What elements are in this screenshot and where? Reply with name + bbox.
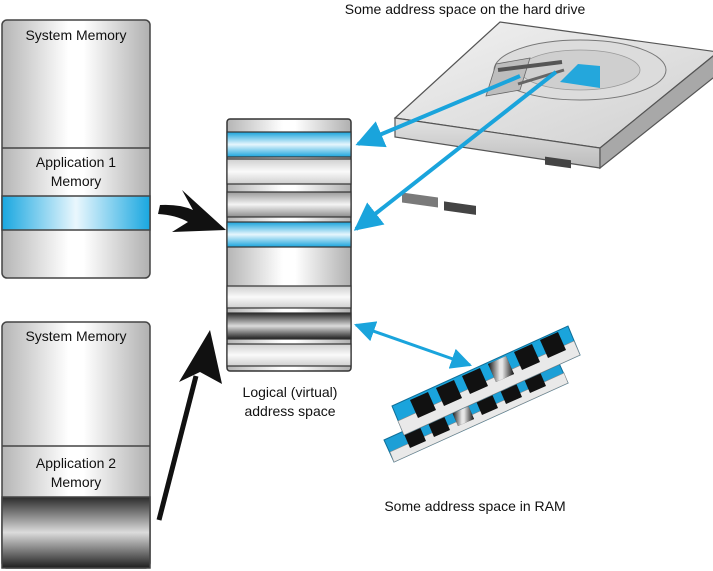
arrow-drive-to-segment-2	[353, 70, 558, 231]
app2-memory-label-line2: Memory	[50, 474, 102, 490]
app2-memory-label-line1: Application 2	[35, 455, 117, 471]
app1-memory-label-line2: Memory	[50, 173, 102, 189]
app1-memory-blue-segment	[1, 195, 151, 231]
arrow-drive-to-segment-1	[355, 74, 521, 148]
logical-segment-gray-4	[226, 343, 352, 367]
mapping-arrow-app1	[158, 190, 226, 232]
app1-memory-label-line1: Application 1	[35, 154, 117, 170]
logical-address-column	[226, 118, 352, 372]
logical-segment-gray-2	[226, 191, 352, 218]
arrow-segment-to-ram	[354, 321, 472, 369]
app1-memory-box	[1, 19, 151, 279]
logical-segment-dark	[226, 312, 352, 340]
app2-memory-dark-segment	[1, 496, 151, 569]
logical-segment-gray-3	[226, 285, 352, 309]
logical-segment-blue-2	[226, 221, 352, 248]
logical-space-label-line2: address space	[244, 403, 336, 419]
ram-module-front	[391, 325, 581, 436]
blue-arrows	[353, 70, 558, 369]
hard-drive-illustration	[393, 21, 713, 215]
app2-memory-box	[1, 321, 151, 569]
app2-system-memory-label: System Memory	[25, 328, 127, 344]
ram-module-back	[383, 360, 569, 463]
app1-system-memory-label: System Memory	[25, 27, 127, 43]
ram-label: Some address space in RAM	[384, 498, 566, 514]
mapping-arrow-app2	[156, 330, 222, 521]
logical-segment-blue-1	[226, 131, 352, 158]
logical-segment-gray-1	[226, 158, 352, 185]
hard-drive-label: Some address space on the hard drive	[344, 1, 586, 17]
logical-space-label-line1: Logical (virtual)	[242, 384, 338, 400]
